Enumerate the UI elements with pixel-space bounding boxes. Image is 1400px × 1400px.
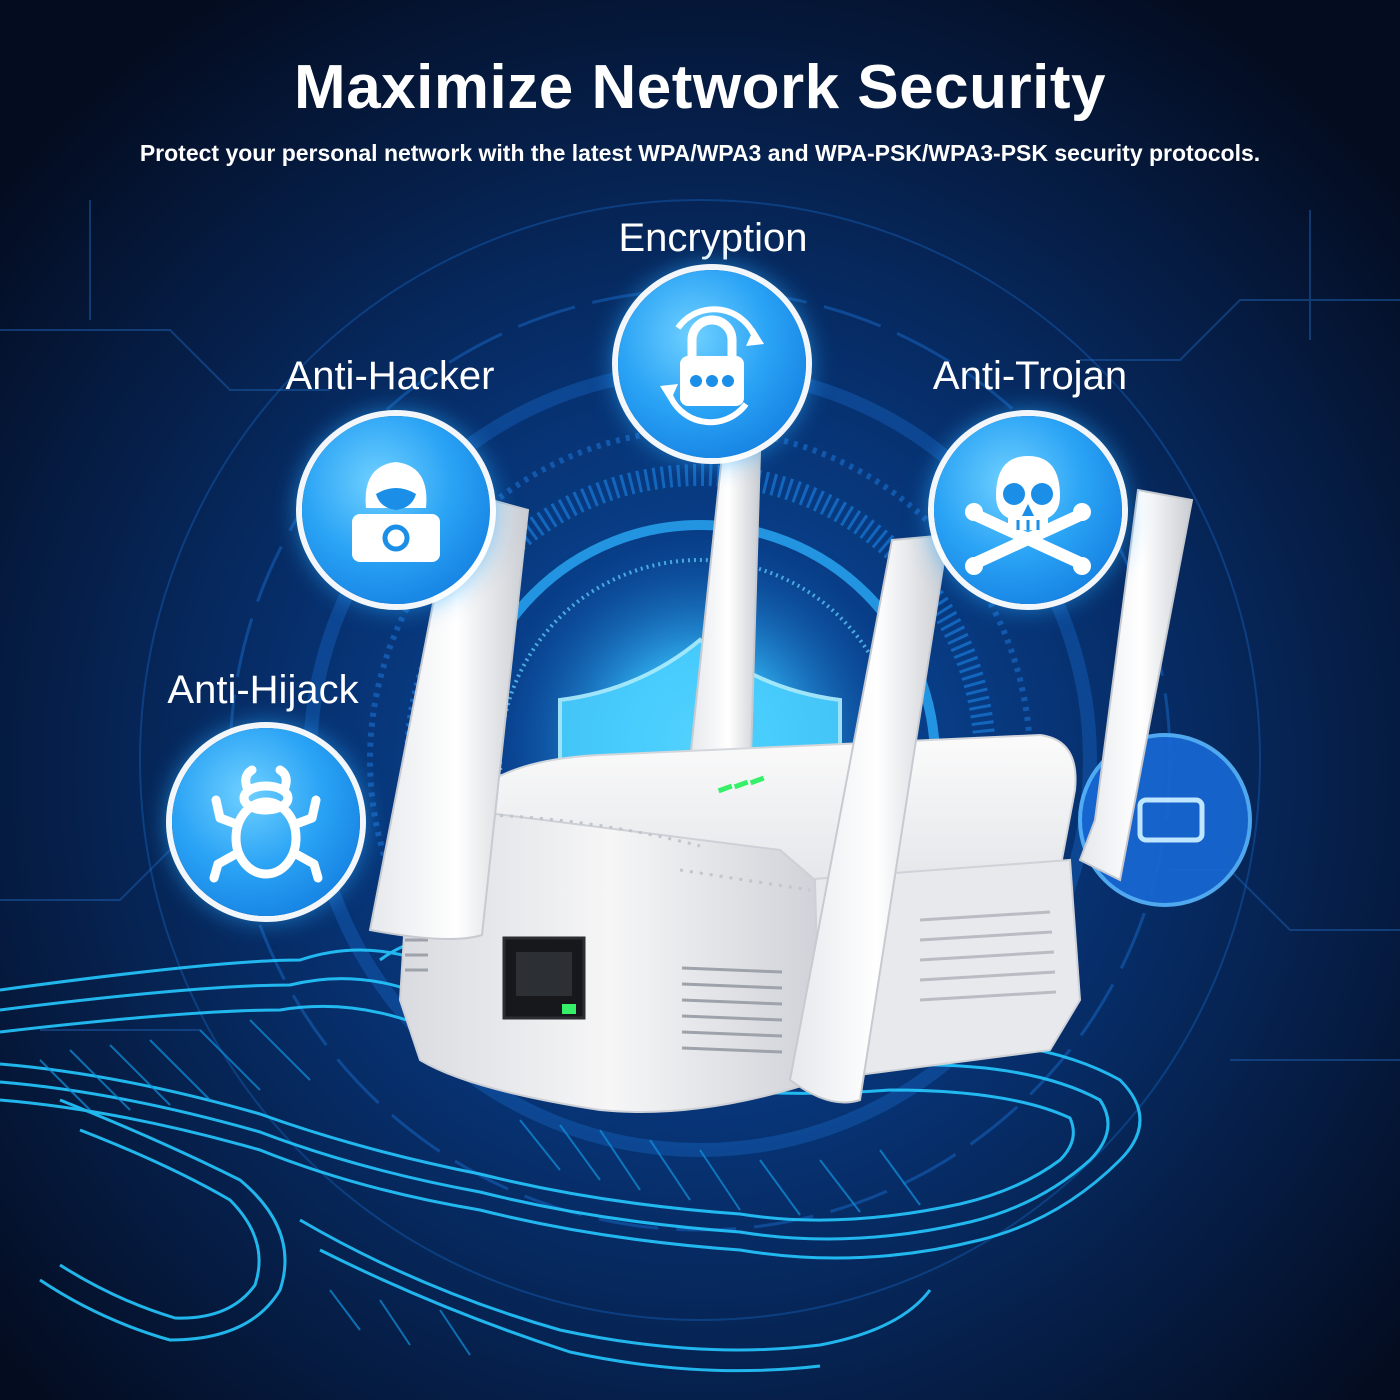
feature-label-anti-hacker: Anti-Hacker [285, 354, 495, 398]
router-illustration [368, 450, 1194, 1113]
feature-badge-encryption [618, 270, 806, 458]
feature-label-encryption: Encryption [618, 216, 808, 260]
feature-badge-anti-hijack [172, 728, 360, 916]
page-title: Maximize Network Security [294, 53, 1106, 122]
feature-label-anti-trojan: Anti-Trojan [932, 354, 1128, 398]
bug-icon [209, 765, 323, 883]
page-subtitle: Protect your personal network with the l… [139, 140, 1261, 166]
skull-crossbones-icon [965, 456, 1091, 575]
feature-badge-anti-hacker [302, 416, 490, 604]
padlock-icon [660, 306, 764, 426]
feature-label-anti-hijack: Anti-Hijack [167, 668, 359, 712]
feature-badge-anti-trojan [934, 416, 1122, 604]
hacker-laptop-icon [352, 462, 440, 562]
